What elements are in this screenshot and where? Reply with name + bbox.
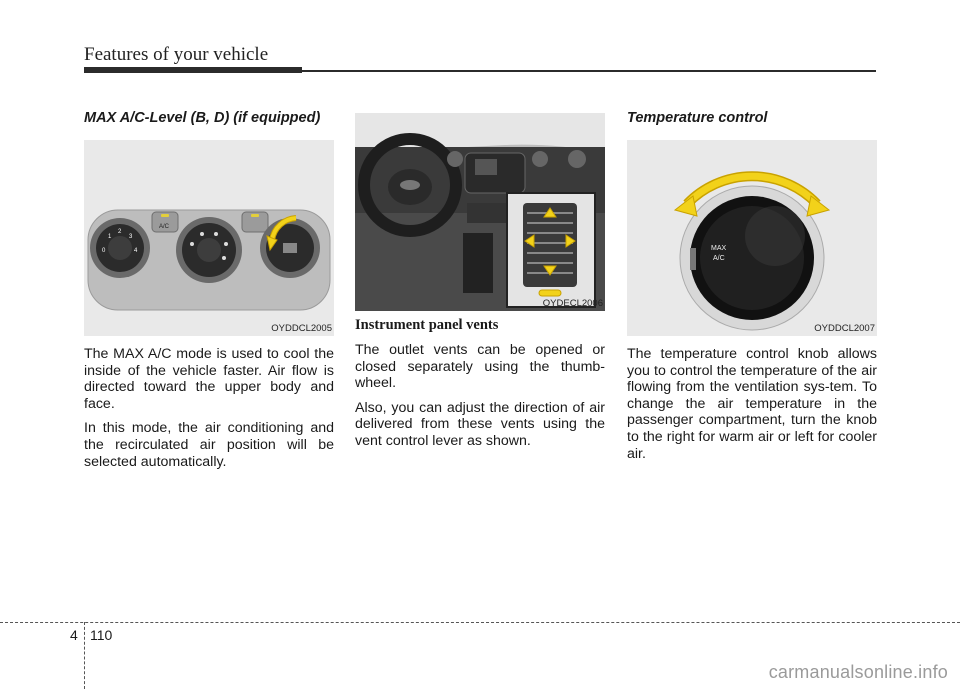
figure-temperature-knob: MAX A/C OYDDCL2007 <box>627 140 877 336</box>
recirc-button <box>241 211 269 233</box>
section-temperature-control: Temperature control MAX A/C OYDDCL2007 T… <box>627 110 877 462</box>
paragraph: The temperature control knob allows you … <box>627 346 877 462</box>
paragraph: The MAX A/C mode is used to cool the ins… <box>84 346 334 412</box>
rotation-arrow-icon <box>684 172 820 207</box>
dial-label-4: 4 <box>134 248 138 254</box>
rotation-arrow-icon <box>270 216 297 241</box>
header-rule <box>84 67 302 73</box>
knob-label-ac: A/C <box>713 255 725 262</box>
dial-label-3: 3 <box>129 234 133 240</box>
climate-panel-illustration: 0 1 2 3 4 A/C <box>84 140 334 336</box>
figure-code: OYDDCL2007 <box>814 323 875 334</box>
figure-code: OYDDCL2005 <box>271 323 332 334</box>
figure-code: OYDECL2006 <box>542 298 603 309</box>
paragraph: Also, you can adjust the direction of ai… <box>355 399 605 449</box>
chapter-number: 4 <box>70 627 78 643</box>
footer-rule <box>0 622 960 623</box>
figure-dashboard-vents: OYDECL2006 <box>355 113 605 311</box>
paragraph: The outlet vents can be opened or closed… <box>355 342 605 392</box>
watermark: carmanualsonline.info <box>768 662 948 682</box>
section-heading-max-ac: MAX A/C-Level (B, D) (if equipped) <box>84 110 321 126</box>
thumbwheel-icon <box>538 289 562 297</box>
temperature-knob-illustration: MAX A/C <box>627 140 877 336</box>
ac-button-label: A/C <box>159 224 170 230</box>
dial-label-1: 1 <box>108 234 112 240</box>
footer-divider <box>84 622 85 689</box>
paragraph: In this mode, the air conditioning and t… <box>84 420 334 470</box>
section-instrument-vents: OYDECL2006 Instrument panel vents The ou… <box>355 113 605 450</box>
section-max-ac: MAX A/C-Level (B, D) (if equipped) 0 1 2… <box>84 110 334 470</box>
knob-label-max: MAX <box>711 245 727 252</box>
figure-climate-panel: 0 1 2 3 4 A/C <box>84 140 334 336</box>
section-heading-temperature: Temperature control <box>627 110 768 126</box>
dial-label-2: 2 <box>118 229 122 235</box>
dial-label-0: 0 <box>102 248 106 254</box>
dashboard-illustration <box>355 113 605 311</box>
header-rule-thin <box>302 70 876 72</box>
page-header-title: Features of your vehicle <box>84 44 269 65</box>
subsection-heading: Instrument panel vents <box>355 317 499 333</box>
page-number: 110 <box>90 627 113 643</box>
direction-arrows-icon <box>524 207 576 276</box>
ac-button <box>151 211 179 233</box>
